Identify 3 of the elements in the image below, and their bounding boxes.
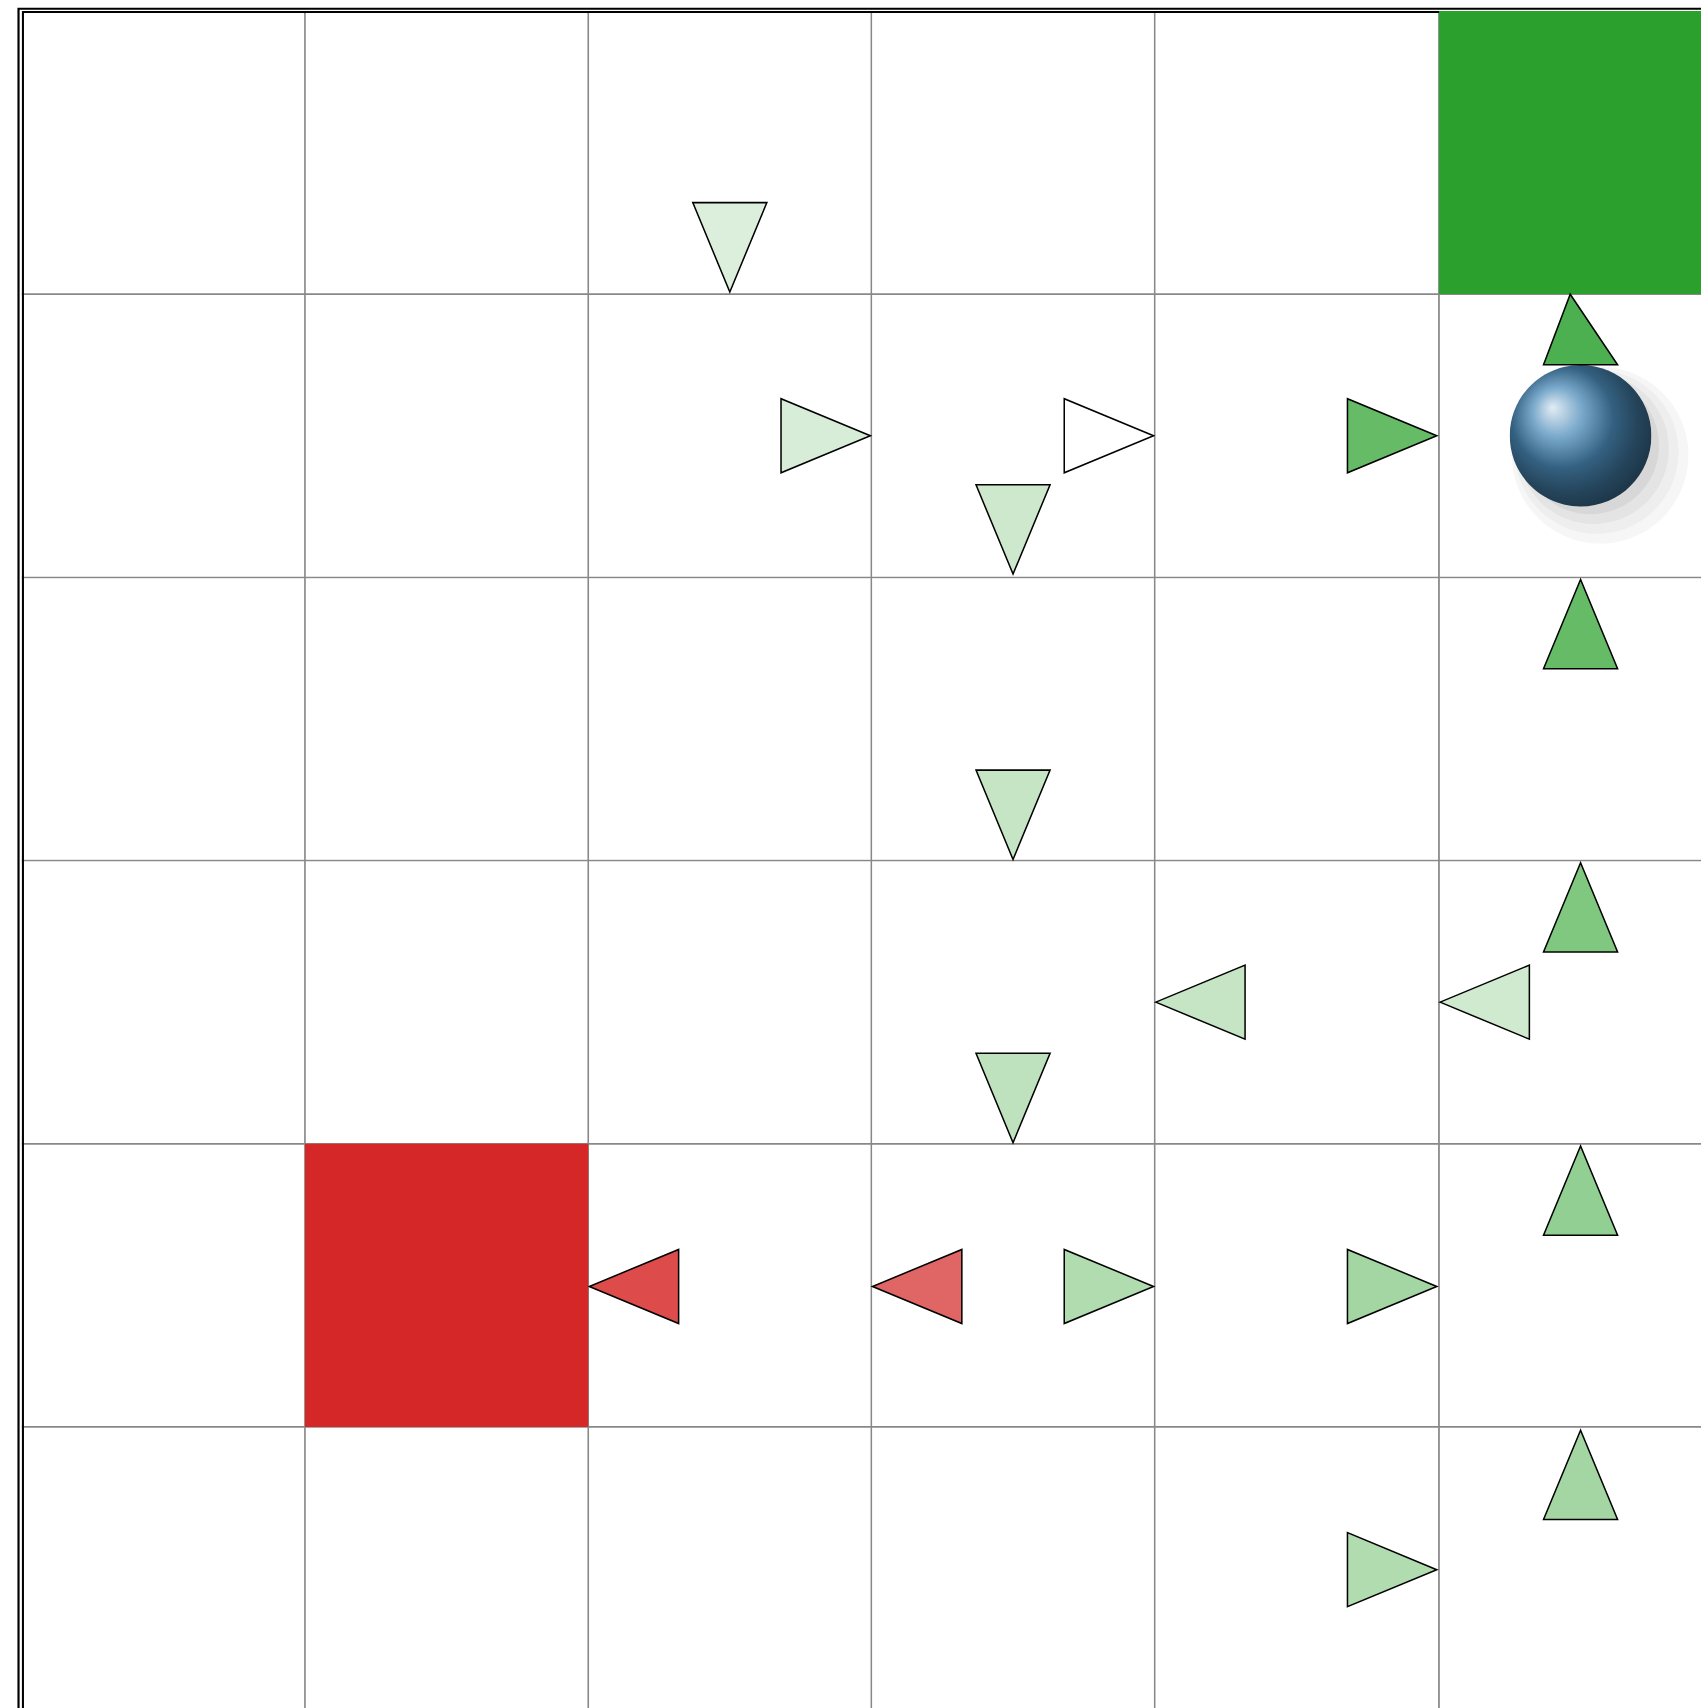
direction-arrow [1542,292,1619,366]
trap-square [304,1143,588,1427]
goal-square [1438,10,1701,295]
